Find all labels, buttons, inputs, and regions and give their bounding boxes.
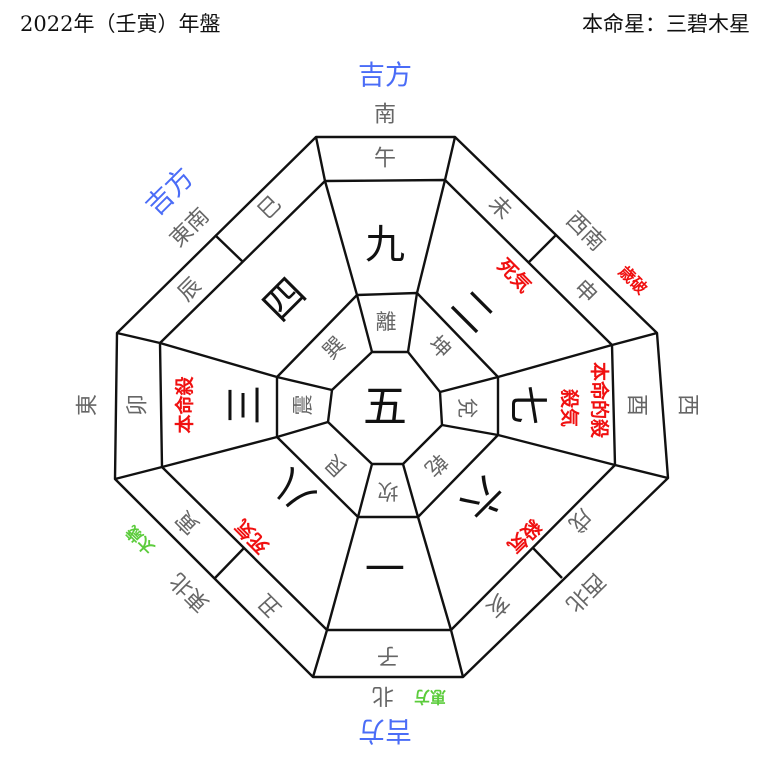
star-east: 三 bbox=[222, 385, 268, 425]
spoke bbox=[314, 136, 374, 353]
trigram-north: 坎 bbox=[378, 479, 399, 503]
spoke bbox=[116, 331, 333, 392]
spoke bbox=[401, 463, 465, 678]
branch-yin: 寅 bbox=[171, 505, 204, 538]
direction-west: 西 bbox=[675, 394, 700, 416]
sakki-west: 殺気 bbox=[558, 388, 581, 427]
trigram-northwest: 乾 bbox=[420, 449, 452, 481]
board-lines bbox=[113, 135, 670, 679]
branch-you: 酉 bbox=[624, 394, 649, 416]
trigram-southeast: 巽 bbox=[318, 332, 350, 364]
honmeisatsu-label: 本命殺 bbox=[173, 376, 196, 434]
shiki-northeast: 死気 bbox=[230, 515, 273, 558]
divider bbox=[214, 234, 244, 263]
star-northeast: 八 bbox=[264, 460, 325, 521]
star-southwest: 二 bbox=[442, 282, 503, 343]
trigram-west: 兌 bbox=[455, 398, 479, 419]
honmeisei-label: 本命星：三碧木星 bbox=[582, 12, 750, 36]
branch-shen: 申 bbox=[568, 275, 601, 308]
direction-east: 東 bbox=[76, 394, 101, 416]
branch-chou: 丑 bbox=[253, 588, 286, 621]
saiha-label: 歳破 bbox=[615, 262, 651, 298]
divider bbox=[214, 547, 245, 579]
star-southeast: 四 bbox=[255, 270, 316, 331]
trigram-northeast: 艮 bbox=[320, 450, 352, 482]
star-south: 九 bbox=[365, 222, 405, 268]
divider bbox=[532, 547, 563, 579]
trigram-southwest: 坤 bbox=[424, 331, 456, 363]
branch-wei: 未 bbox=[483, 191, 516, 224]
direction-northeast: 東北 bbox=[166, 568, 215, 617]
star-north: 一 bbox=[365, 542, 405, 588]
direction-south: 南 bbox=[374, 103, 396, 128]
star-west: 七 bbox=[504, 385, 550, 425]
trigram-south: 離 bbox=[376, 310, 397, 334]
star-northwest: 六 bbox=[452, 468, 513, 529]
honmeitekisatsu-label: 本命的殺 bbox=[588, 362, 611, 439]
trigram-east: 震 bbox=[291, 395, 315, 416]
ehou-label: 恵方 bbox=[414, 688, 446, 707]
direction-north: 北 bbox=[372, 683, 394, 708]
spoke bbox=[114, 420, 329, 481]
spoke bbox=[311, 463, 374, 678]
direction-southwest: 西南 bbox=[561, 208, 610, 257]
branch-mao: 卯 bbox=[126, 394, 151, 416]
lucky-direction-north: 吉方 bbox=[358, 715, 412, 746]
branch-si: 巳 bbox=[253, 191, 286, 224]
divider bbox=[528, 234, 557, 263]
chart-title: 2022年（壬寅）年盤 bbox=[20, 12, 221, 36]
center-star: 五 bbox=[363, 382, 407, 433]
taisai-label: 太歳 bbox=[122, 522, 159, 559]
spoke bbox=[439, 331, 658, 394]
sakki-northwest: 殺気 bbox=[503, 514, 547, 558]
branch-hai: 亥 bbox=[480, 588, 513, 621]
branch-xu: 戌 bbox=[563, 503, 596, 536]
spoke bbox=[441, 423, 669, 480]
branch-zi: 子 bbox=[377, 643, 399, 668]
branch-wu: 午 bbox=[374, 147, 396, 172]
lucky-direction-south: 吉方 bbox=[358, 61, 412, 92]
spoke bbox=[406, 136, 457, 353]
